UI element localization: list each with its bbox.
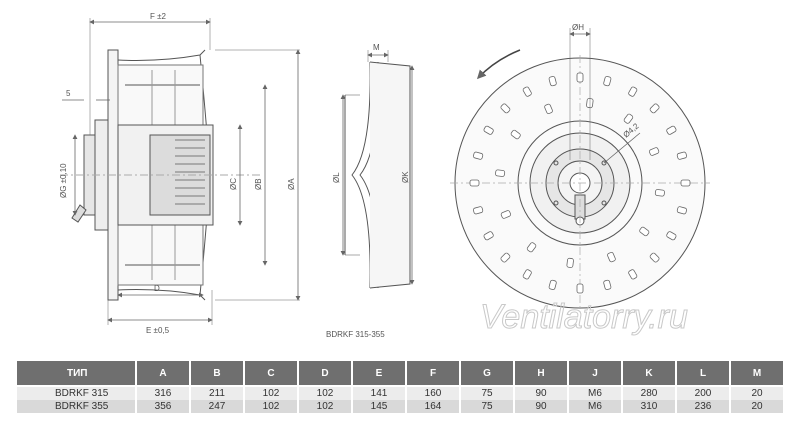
- cell-h: 90: [515, 400, 567, 413]
- cell-f: 164: [407, 400, 459, 413]
- technical-drawing: F ±2 5 ØG ±0,10 ØC ØB ØA D E ±0,5 M ØL Ø…: [59, 12, 710, 339]
- watermark: Ventilatorry.ru: [480, 298, 688, 336]
- dim-m-label: M: [373, 43, 380, 52]
- dim-g-label: ØG ±0,10: [59, 163, 68, 198]
- table-header-row: ТИП A B C D E F G H J K L M: [17, 361, 783, 385]
- header-l: L: [677, 361, 729, 385]
- cell-k: 310: [623, 400, 675, 413]
- cell-m: 20: [731, 385, 783, 400]
- cell-d: 102: [299, 385, 351, 400]
- side-view-dimensions: [62, 18, 301, 325]
- dim-e-label: E ±0,5: [146, 326, 170, 335]
- dim-c-label: ØC: [229, 178, 238, 190]
- cell-g: 75: [461, 385, 513, 400]
- header-h: H: [515, 361, 567, 385]
- header-b: B: [191, 361, 243, 385]
- cell-c: 102: [245, 385, 297, 400]
- header-j: J: [569, 361, 621, 385]
- table-row: BDRKF 315 316 211 102 102 141 160 75 90 …: [17, 385, 783, 400]
- cell-d: 102: [299, 400, 351, 413]
- cell-b: 211: [191, 385, 243, 400]
- dim-a-label: ØA: [287, 178, 296, 190]
- cell-b: 247: [191, 400, 243, 413]
- cell-l: 236: [677, 400, 729, 413]
- header-k: K: [623, 361, 675, 385]
- header-m: M: [731, 361, 783, 385]
- drawing-caption: BDRKF 315-355: [326, 330, 385, 339]
- cell-a: 316: [137, 385, 189, 400]
- cell-a: 356: [137, 400, 189, 413]
- cell-k: 280: [623, 385, 675, 400]
- dim-b-label: ØB: [254, 178, 263, 190]
- dim-k-label: ØK: [401, 171, 410, 183]
- cell-type: BDRKF 355: [17, 400, 135, 413]
- cell-f: 160: [407, 385, 459, 400]
- header-g: G: [461, 361, 513, 385]
- cell-m: 20: [731, 400, 783, 413]
- side-view: [60, 49, 260, 301]
- header-f: F: [407, 361, 459, 385]
- cell-type: BDRKF 315: [17, 385, 135, 400]
- dim-d-label: D: [154, 284, 160, 293]
- header-e: E: [353, 361, 405, 385]
- cell-j: M6: [569, 400, 621, 413]
- front-view: [450, 55, 710, 312]
- dim-l-label: ØL: [332, 172, 341, 183]
- dim-f-label: F ±2: [150, 12, 167, 21]
- cell-l: 200: [677, 385, 729, 400]
- cell-e: 145: [353, 400, 405, 413]
- front-view-dimensions: [569, 28, 641, 164]
- header-a: A: [137, 361, 189, 385]
- table-row: BDRKF 355 356 247 102 102 145 164 75 90 …: [17, 400, 783, 413]
- blade-slots: [469, 72, 691, 294]
- header-d: D: [299, 361, 351, 385]
- header-c: C: [245, 361, 297, 385]
- cell-j: M6: [569, 385, 621, 400]
- cell-h: 90: [515, 385, 567, 400]
- cell-e: 141: [353, 385, 405, 400]
- spec-table: ТИП A B C D E F G H J K L M BDRKF 315 31…: [15, 361, 785, 413]
- cell-g: 75: [461, 400, 513, 413]
- dim-h-label: ØH: [572, 23, 584, 32]
- header-type: ТИП: [17, 361, 135, 385]
- cell-c: 102: [245, 400, 297, 413]
- rotation-arrow-icon: [476, 49, 521, 80]
- profile-view-dimensions: [340, 50, 415, 285]
- dim-5-label: 5: [66, 89, 71, 98]
